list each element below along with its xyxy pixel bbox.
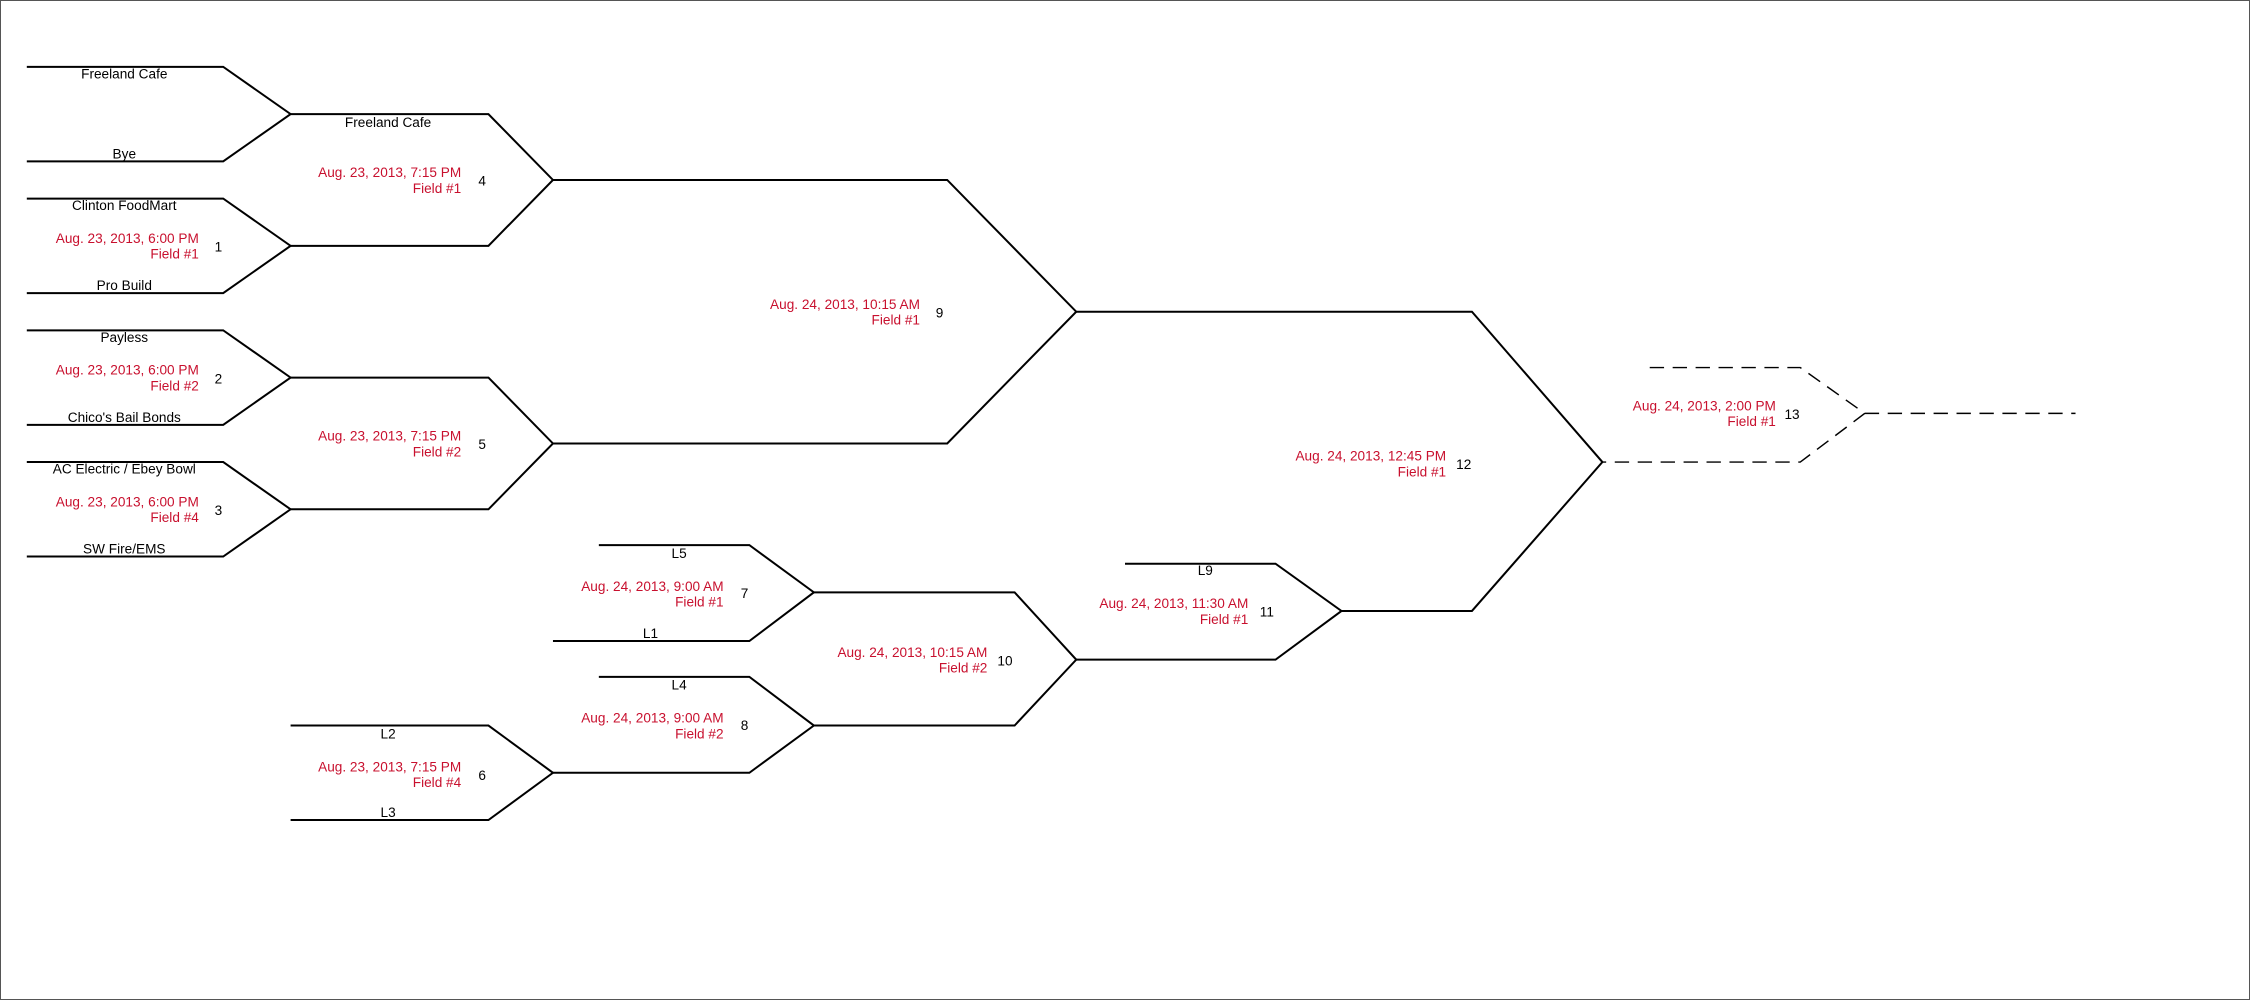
match-datetime: Aug. 24, 2013, 10:15 AM bbox=[770, 297, 920, 312]
match-datetime: Aug. 24, 2013, 10:15 AM bbox=[837, 645, 987, 660]
match-field: Field #1 bbox=[872, 313, 920, 328]
match-number: 5 bbox=[478, 437, 486, 452]
match-number: 7 bbox=[741, 586, 749, 601]
match-datetime: Aug. 23, 2013, 6:00 PM bbox=[56, 231, 199, 246]
match-6-info: Aug. 23, 2013, 7:15 PM Field #4 6 bbox=[318, 759, 486, 790]
team-label: Chico's Bail Bonds bbox=[68, 410, 181, 425]
match-5-info: Aug. 23, 2013, 7:15 PM Field #2 5 bbox=[318, 429, 486, 460]
team-label: L9 bbox=[1198, 563, 1213, 578]
match-field: Field #4 bbox=[150, 510, 199, 525]
team-label: Freeland Cafe bbox=[345, 115, 431, 130]
match-field: Field #1 bbox=[413, 181, 461, 196]
team-label: L4 bbox=[672, 678, 688, 693]
match-number: 2 bbox=[215, 371, 223, 386]
match-2-info: Aug. 23, 2013, 6:00 PM Field #2 2 bbox=[56, 363, 222, 394]
match-field: Field #2 bbox=[413, 444, 461, 459]
match-datetime: Aug. 23, 2013, 7:15 PM bbox=[318, 759, 461, 774]
team-label: Payless bbox=[100, 330, 148, 345]
match-field: Field #2 bbox=[675, 726, 723, 741]
match-field: Field #1 bbox=[1398, 464, 1446, 479]
match-4-info: Aug. 23, 2013, 7:15 PM Field #1 4 bbox=[318, 165, 486, 196]
match-9-info: Aug. 24, 2013, 10:15 AM Field #1 9 bbox=[770, 297, 943, 328]
match-number: 6 bbox=[478, 768, 486, 783]
match-number: 10 bbox=[997, 653, 1013, 668]
team-label: L3 bbox=[381, 805, 396, 820]
match-8-info: Aug. 24, 2013, 9:00 AM Field #2 8 bbox=[581, 711, 748, 742]
match-11-info: Aug. 24, 2013, 11:30 AM Field #1 11 bbox=[1099, 596, 1274, 627]
match-12-info: Aug. 24, 2013, 12:45 PM Field #1 12 bbox=[1295, 449, 1471, 480]
match-datetime: Aug. 23, 2013, 7:15 PM bbox=[318, 165, 461, 180]
match-field: Field #1 bbox=[675, 595, 723, 610]
match-number: 9 bbox=[936, 305, 944, 320]
match-1-info: Aug. 23, 2013, 6:00 PM Field #1 1 bbox=[56, 231, 222, 262]
team-label: Clinton FoodMart bbox=[72, 198, 177, 213]
match-field: Field #1 bbox=[1200, 612, 1248, 627]
match-13-info: Aug. 24, 2013, 2:00 PM Field #1 13 bbox=[1633, 399, 1800, 430]
team-label: L2 bbox=[381, 726, 396, 741]
team-label: L5 bbox=[672, 546, 687, 561]
match-field: Field #2 bbox=[939, 661, 987, 676]
team-label: SW Fire/EMS bbox=[83, 542, 165, 557]
match-field: Field #2 bbox=[150, 378, 198, 393]
team-label: AC Electric / Ebey Bowl bbox=[53, 462, 196, 477]
match-number: 1 bbox=[215, 240, 223, 255]
match-field: Field #1 bbox=[1727, 414, 1775, 429]
match-number: 4 bbox=[478, 174, 486, 189]
team-label: L1 bbox=[643, 626, 658, 641]
match-7-info: Aug. 24, 2013, 9:00 AM Field #1 7 bbox=[581, 579, 748, 610]
match-number: 11 bbox=[1260, 605, 1274, 620]
match-3-info: Aug. 23, 2013, 6:00 PM Field #4 3 bbox=[56, 494, 222, 525]
team-label: Freeland Cafe bbox=[81, 66, 167, 81]
team-label: Bye bbox=[113, 147, 136, 162]
match-datetime: Aug. 23, 2013, 7:15 PM bbox=[318, 429, 461, 444]
match-number: 3 bbox=[215, 503, 223, 518]
match-field: Field #4 bbox=[413, 775, 462, 790]
bracket-line-match-11 bbox=[1076, 562, 1344, 661]
match-number: 13 bbox=[1784, 407, 1799, 422]
match-datetime: Aug. 24, 2013, 9:00 AM bbox=[581, 579, 723, 594]
match-10-info: Aug. 24, 2013, 10:15 AM Field #2 10 bbox=[837, 645, 1013, 676]
bracket-line-match-13 bbox=[1602, 366, 2076, 463]
match-field: Field #1 bbox=[150, 247, 198, 262]
match-number: 12 bbox=[1456, 457, 1471, 472]
match-datetime: Aug. 24, 2013, 11:30 AM bbox=[1099, 596, 1248, 611]
team-label: Pro Build bbox=[97, 278, 152, 293]
match-number: 8 bbox=[741, 718, 749, 733]
match-datetime: Aug. 24, 2013, 2:00 PM bbox=[1633, 399, 1776, 414]
match-datetime: Aug. 23, 2013, 6:00 PM bbox=[56, 363, 199, 378]
match-datetime: Aug. 23, 2013, 6:00 PM bbox=[56, 494, 199, 509]
match-datetime: Aug. 24, 2013, 12:45 PM bbox=[1295, 449, 1446, 464]
match-datetime: Aug. 24, 2013, 9:00 AM bbox=[581, 711, 723, 726]
